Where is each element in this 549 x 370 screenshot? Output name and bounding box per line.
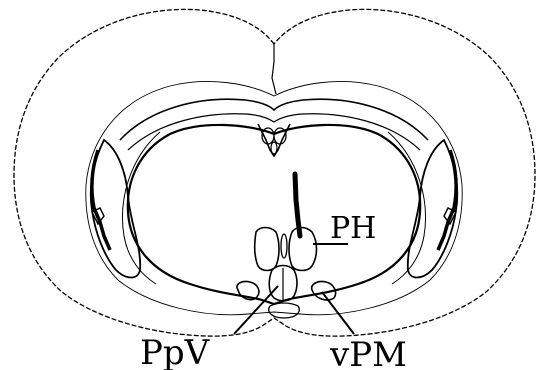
right-lateral-structure-inner — [438, 150, 456, 250]
third-ventricle-dorsal — [271, 142, 277, 154]
vpm-leader-line — [322, 292, 354, 334]
ph-region-left — [255, 228, 279, 271]
ppv-label: PpV — [140, 333, 211, 370]
dorsal-midline-fissure — [272, 44, 276, 94]
cortex-inner-boundary — [86, 81, 462, 314]
third-ventricle-ventral — [281, 234, 287, 258]
ventral-base-structure — [269, 303, 299, 318]
ph-region-right — [289, 228, 317, 271]
ph-label: PH — [330, 211, 376, 246]
ppv-leader-line — [234, 286, 278, 334]
left-lateral-structure-inner — [92, 150, 110, 250]
vpm-label: vPM — [329, 335, 407, 370]
electrode-track — [295, 174, 300, 236]
corpus-callosum-lower — [128, 114, 420, 150]
